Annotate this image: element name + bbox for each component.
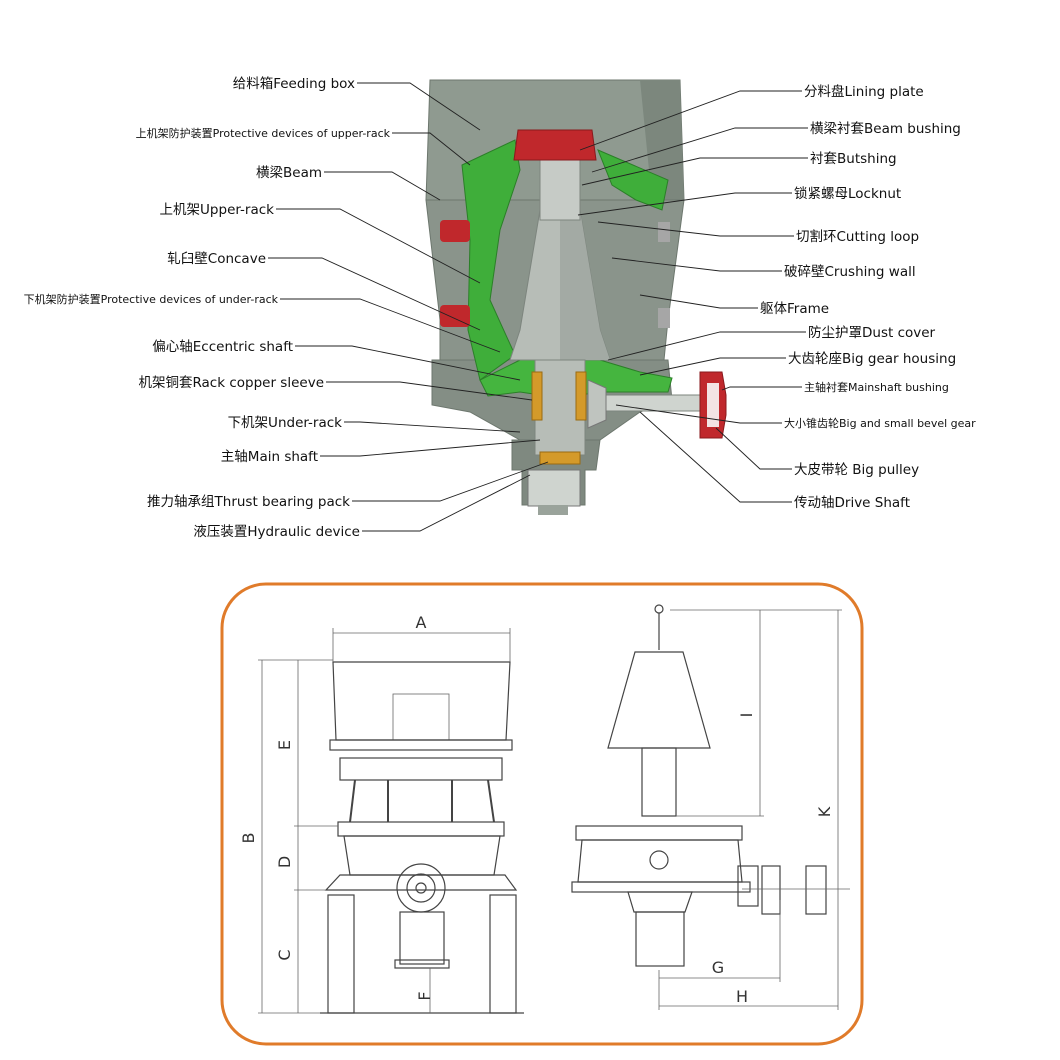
pulley-inner bbox=[707, 383, 719, 427]
dim-d: D bbox=[275, 856, 294, 868]
main-shaft bbox=[539, 159, 581, 221]
dim-c: C bbox=[275, 949, 294, 960]
side-dimensions: I K G H bbox=[658, 609, 842, 1010]
label-dust-cover: 防尘护罩Dust cover bbox=[808, 325, 936, 341]
label-frame: 躯体Frame bbox=[760, 301, 829, 317]
left-leaders bbox=[268, 82, 549, 532]
hydraulic-device bbox=[527, 469, 581, 507]
label-crushing-wall: 破碎壁Crushing wall bbox=[784, 264, 916, 280]
left-labels: 给料箱Feeding box 上机架防护装置Protective devices… bbox=[24, 76, 391, 540]
dim-i: I bbox=[737, 713, 756, 718]
frame-bolt-right bbox=[658, 308, 670, 328]
label-beam: 横梁Beam bbox=[256, 165, 322, 181]
label-lining-plate: 分料盘Lining plate bbox=[804, 83, 924, 100]
feeding-box-shade bbox=[640, 80, 684, 200]
upper-rack-guard-right bbox=[658, 222, 670, 242]
dim-h: H bbox=[736, 987, 748, 1006]
upper-rack-guard-left bbox=[440, 220, 470, 242]
dimension-panel-frame bbox=[220, 582, 864, 1046]
label-protective-upper-rack: 上机架防护装置Protective devices of upper-rack bbox=[136, 126, 391, 140]
lining-plate bbox=[513, 129, 597, 161]
rack-copper-sleeve-left bbox=[531, 371, 543, 421]
label-cutting-loop: 切割环Cutting loop bbox=[796, 228, 919, 245]
under-rack-guard-left bbox=[440, 305, 470, 327]
dim-k: K bbox=[815, 806, 834, 817]
cone-shade bbox=[560, 210, 610, 360]
label-upper-rack: 上机架Upper-rack bbox=[160, 202, 275, 218]
label-hydraulic-device: 液压装置Hydraulic device bbox=[193, 524, 360, 540]
label-protective-under-rack: 下机架防护装置Protective devices of under-rack bbox=[24, 292, 279, 306]
dim-a: A bbox=[416, 613, 427, 632]
front-view bbox=[320, 661, 524, 1014]
right-labels: 分料盘Lining plate 横梁衬套Beam bushing 衬套Butsh… bbox=[760, 83, 976, 511]
label-bevel-gear: 大小锥齿轮Big and small bevel gear bbox=[784, 416, 976, 430]
label-under-rack: 下机架Under-rack bbox=[228, 415, 343, 431]
label-mainshaft-bushing: 主轴衬套Mainshaft bushing bbox=[804, 380, 949, 394]
rack-copper-sleeve-right bbox=[575, 371, 587, 421]
dim-f: F bbox=[415, 991, 434, 1000]
bevel-gear bbox=[587, 379, 607, 429]
label-big-pulley: 大皮带轮 Big pulley bbox=[794, 462, 919, 478]
label-feeding-box: 给料箱Feeding box bbox=[233, 76, 355, 92]
label-concave: 轧臼壁Concave bbox=[167, 251, 266, 267]
label-drive-shaft: 传动轴Drive Shaft bbox=[794, 495, 910, 511]
label-locknut: 锁紧螺母Locknut bbox=[794, 186, 901, 202]
dim-g: G bbox=[712, 958, 724, 977]
dim-b: B bbox=[239, 833, 258, 844]
label-eccentric-shaft: 偏心轴Eccentric shaft bbox=[152, 339, 293, 355]
label-beam-bushing: 横梁衬套Beam bushing bbox=[810, 121, 961, 137]
dim-e: E bbox=[275, 740, 294, 750]
thrust-bearing bbox=[539, 451, 581, 465]
label-main-shaft: 主轴Main shaft bbox=[221, 449, 318, 465]
right-leaders bbox=[577, 90, 808, 503]
label-big-gear-housing: 大齿轮座Big gear housing bbox=[788, 351, 956, 367]
front-dimensions: A B E D C F bbox=[239, 613, 511, 1014]
label-thrust-bearing: 推力轴承组Thrust bearing pack bbox=[147, 494, 350, 510]
hydraulic-base bbox=[538, 505, 568, 515]
side-view bbox=[571, 604, 850, 967]
drive-shaft bbox=[599, 394, 711, 412]
cutaway-view bbox=[425, 79, 727, 515]
label-butshing: 衬套Butshing bbox=[810, 151, 897, 167]
label-rack-copper-sleeve: 机架铜套Rack copper sleeve bbox=[138, 375, 324, 391]
